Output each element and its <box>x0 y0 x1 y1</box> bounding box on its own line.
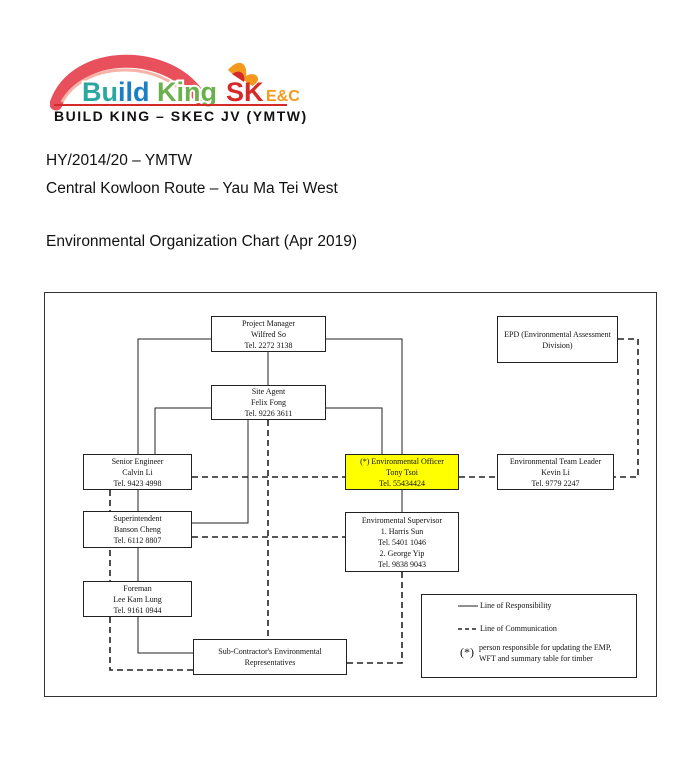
line-sa-se <box>154 407 211 454</box>
logo-sk: SK <box>226 77 264 107</box>
sup-name: Banson Cheng <box>114 525 161 534</box>
legend-responsibility-label: Line of Responsibility <box>480 601 552 610</box>
eo-role: (*) Environmental Officer <box>360 456 444 466</box>
dash-fm-scr <box>109 617 193 671</box>
contract-number: HY/2014/20 – YMTW <box>46 152 193 169</box>
es-tel-2: Tel. 9838 9043 <box>377 559 427 569</box>
line-sa-sup <box>192 420 249 524</box>
sa-tel: Tel. 9226 3611 <box>244 409 293 418</box>
logo-divider <box>54 104 287 106</box>
project-name: Central Kowloon Route – Yau Ma Tei West <box>46 180 338 197</box>
scr-line-2: Representatives <box>244 658 296 667</box>
fm-role: Foreman <box>123 583 152 593</box>
box-environmental-supervisor: Enviromental Supervisor 1. Harris Sun Te… <box>345 512 459 572</box>
line-sa-eo <box>326 407 383 454</box>
logo-brand-outline: Build King <box>82 77 217 107</box>
logo-subtitle: BUILD KING – SKEC JV (YMTW) <box>54 108 308 124</box>
se-name: Calvin Li <box>122 467 153 477</box>
box-foreman: Foreman Lee Kam Lung Tel. 9161 0944 <box>83 581 192 617</box>
line-pm-eo <box>326 338 403 454</box>
dash-es-scr <box>347 572 403 664</box>
se-tel: Tel. 9423 4998 <box>113 478 162 488</box>
pm-role: Project Manager <box>241 318 296 328</box>
line-fm-scr <box>137 617 193 654</box>
etl-role: Environmental Team Leader <box>509 456 602 466</box>
org-chart-frame <box>44 292 657 697</box>
chart-title: Environmental Organization Chart (Apr 20… <box>46 233 358 250</box>
sa-name: Felix Fong <box>251 398 286 407</box>
box-senior-engineer: Senior Engineer Calvin Li Tel. 9423 4998 <box>83 454 192 490</box>
etl-name: Kevin Li <box>541 467 570 477</box>
epd-line-1: EPD (Environmental Assessment <box>504 329 611 339</box>
pm-tel: Tel. 2272 3138 <box>244 340 293 350</box>
epd-line-2: Division) <box>542 340 573 350</box>
es-name-2: 2. George Yip <box>379 548 425 558</box>
eo-tel: Tel. 55434424 <box>378 478 426 488</box>
box-environmental-officer: (*) Environmental Officer Tony Tsoi Tel.… <box>345 454 459 490</box>
es-tel-1: Tel. 5401 1046 <box>377 537 427 547</box>
box-subcontractor-env-reps: Sub-Contractor's Environmental Represent… <box>193 639 347 675</box>
sa-role: Site Agent <box>251 387 286 396</box>
legend-note-line-1: person responsible for updating the EMP, <box>479 643 612 652</box>
es-name-1: 1. Harris Sun <box>380 526 424 536</box>
logo-brand-text: Build King <box>82 77 217 107</box>
es-role: Enviromental Supervisor <box>361 515 443 525</box>
box-epd: EPD (Environmental Assessment Division) <box>497 316 618 363</box>
eo-name: Tony Tsoi <box>386 467 418 477</box>
sup-tel: Tel. 6112 8807 <box>113 536 162 545</box>
build-king-logo: Build King Build King SK E&C <box>50 54 300 111</box>
box-site-agent: Site Agent Felix Fong Tel. 9226 3611 <box>211 385 326 420</box>
dash-epd-etl <box>614 338 639 478</box>
scr-line-1: Sub-Contractor's Environmental <box>218 647 322 656</box>
etl-tel: Tel. 9779 2247 <box>531 478 580 488</box>
legend-note-line-2: WFT and summary table for timber <box>479 654 593 663</box>
legend-box <box>421 594 637 678</box>
line-pm-se <box>137 338 211 454</box>
fm-tel: Tel. 9161 0944 <box>113 605 162 615</box>
logo-ec: E&C <box>266 88 300 105</box>
box-project-manager: Project Manager Wilfred So Tel. 2272 313… <box>211 316 326 352</box>
box-environmental-team-leader: Environmental Team Leader Kevin Li Tel. … <box>497 454 614 490</box>
se-role: Senior Engineer <box>111 456 164 466</box>
legend-asterisk: (*) <box>460 645 474 659</box>
legend-communication-label: Line of Communication <box>480 624 557 633</box>
box-superintendent: Superintendent Banson Cheng Tel. 6112 88… <box>83 511 192 548</box>
sup-role: Superintendent <box>113 514 162 523</box>
pm-name: Wilfred So <box>250 329 286 339</box>
fm-name: Lee Kam Lung <box>113 594 162 604</box>
